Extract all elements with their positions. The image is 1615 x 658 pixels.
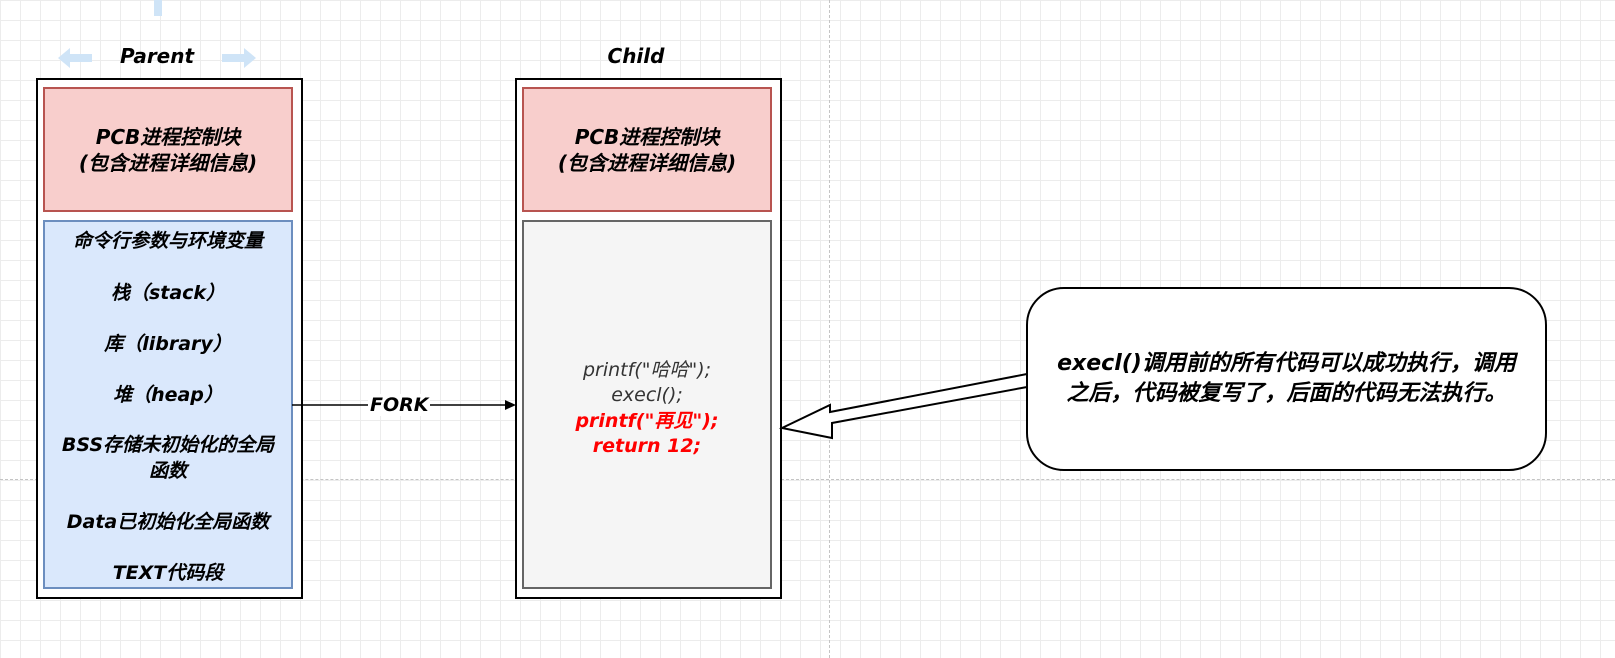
parent-title: Parent [119, 44, 195, 68]
arrow-right-handle-icon [222, 48, 256, 68]
code-line-printf-haha: printf("哈哈"); [582, 359, 712, 381]
parent-memory-layout[interactable]: 命令行参数与环境变量 栈（stack） 库（library） 堆（heap） B… [43, 220, 293, 589]
page-guide-vertical [829, 0, 830, 658]
parent-pcb-title: PCB进程控制块 [95, 124, 241, 149]
code-line-execl: execl(); [611, 384, 683, 406]
child-code-block[interactable]: printf("哈哈"); execl(); printf("再见"); ret… [522, 220, 772, 589]
parent-pcb-block[interactable]: PCB进程控制块 (包含进程详细信息) [43, 87, 293, 212]
arrow-left-handle-icon [58, 48, 92, 68]
memory-cmdline-env: 命令行参数与环境变量 [72, 230, 263, 252]
child-pcb-subtitle: (包含进程详细信息) [557, 150, 737, 175]
child-pcb-block[interactable]: PCB进程控制块 (包含进程详细信息) [522, 87, 772, 212]
child-title: Child [607, 44, 665, 68]
execl-explanation-callout[interactable]: execl()调用前的所有代码可以成功执行，调用 之后，代码被复写了，后面的代码… [1026, 287, 1547, 471]
memory-bss-continued: 函数 [148, 460, 187, 482]
child-pcb-title: PCB进程控制块 [574, 124, 720, 149]
memory-heap: 堆（heap） [113, 384, 223, 406]
memory-library: 库（library） [104, 333, 232, 355]
page-guide-horizontal [0, 479, 1615, 480]
fork-label: FORK [368, 394, 431, 416]
code-line-printf-zaijian: printf("再见"); [575, 410, 719, 432]
callout-arrow[interactable] [775, 365, 1035, 445]
memory-bss: BSS存储未初始化的全局 [61, 434, 275, 456]
memory-text: TEXT代码段 [112, 562, 224, 584]
parent-pcb-subtitle: (包含进程详细信息) [78, 150, 258, 175]
callout-line-2: 之后，代码被复写了，后面的代码无法执行。 [1066, 381, 1507, 406]
memory-data: Data已初始化全局函数 [66, 511, 270, 533]
code-line-return: return 12; [592, 435, 702, 457]
callout-line-1: execl()调用前的所有代码可以成功执行，调用 [1057, 351, 1516, 376]
memory-stack: 栈（stack） [110, 282, 226, 304]
